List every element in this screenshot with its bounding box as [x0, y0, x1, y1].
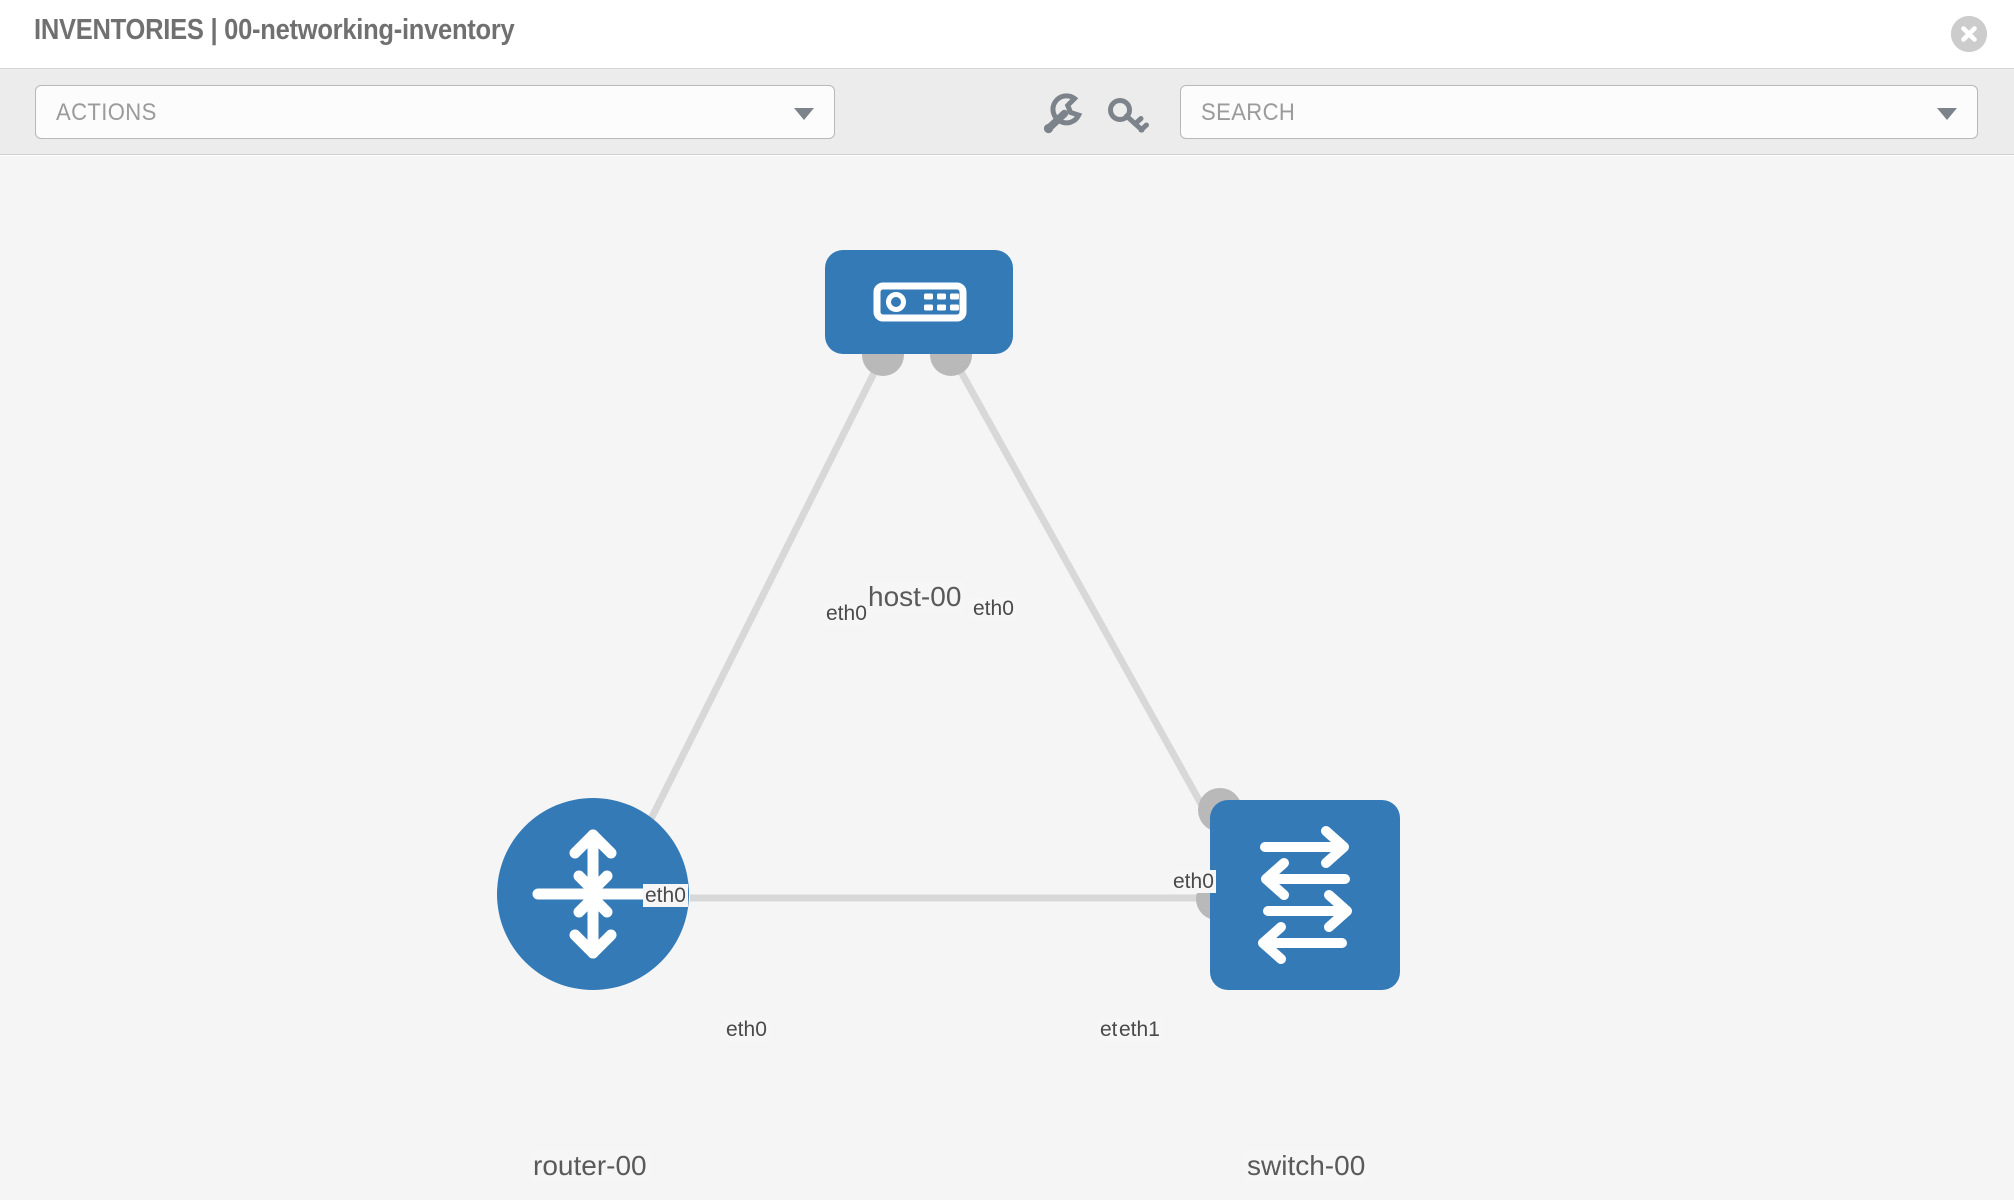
iface-label-router00-eth0: eth0: [724, 1018, 769, 1041]
node-label-host-00: host-00: [866, 581, 964, 612]
chevron-down-icon: [1937, 108, 1957, 120]
iface-label-switch00-eth1: eth1: [1117, 1018, 1162, 1041]
server-icon: [873, 282, 967, 322]
page-title: INVENTORIES | 00-networking-inventory: [34, 14, 515, 46]
search-placeholder-label: SEARCH: [1201, 99, 1296, 126]
iface-label-host00-eth0-right: eth0: [971, 597, 1016, 620]
key-icon: [1108, 98, 1149, 133]
topology-canvas[interactable]: eth0 eth0 host-00 eth0 eth0 eth0 eth0 et…: [0, 156, 2014, 1200]
node-host-00-shape: [825, 250, 1013, 354]
link-host00-router00[interactable]: [606, 359, 884, 903]
node-host-00[interactable]: [825, 250, 1013, 354]
close-icon: [1951, 16, 1987, 52]
node-switch-00-shape: [1210, 800, 1400, 990]
node-switch-00[interactable]: [1210, 800, 1400, 990]
close-button[interactable]: [1951, 16, 1987, 52]
key-button[interactable]: [1105, 93, 1151, 137]
chevron-down-icon: [794, 108, 814, 120]
switch-arrows-icon: [1258, 826, 1352, 964]
actions-dropdown[interactable]: ACTIONS: [35, 85, 835, 139]
wrench-icon: [1043, 93, 1083, 134]
router-arrows-icon: [532, 829, 654, 959]
page-header: INVENTORIES | 00-networking-inventory: [0, 0, 2014, 69]
node-label-switch-00: switch-00: [1245, 1150, 1368, 1181]
toolbar: ACTIONS SEARCH: [0, 69, 2014, 155]
actions-dropdown-label: ACTIONS: [56, 99, 157, 126]
link-edges: [606, 359, 1259, 903]
wrench-button[interactable]: [1040, 93, 1086, 137]
iface-label-host00-eth0-left: eth0: [824, 602, 869, 625]
node-label-router-00: router-00: [531, 1150, 649, 1181]
iface-label-router00-uplink-eth0: eth0: [643, 884, 688, 907]
iface-label-switch00-uplink-eth0: eth0: [1171, 870, 1216, 893]
search-input[interactable]: SEARCH: [1180, 85, 1978, 139]
